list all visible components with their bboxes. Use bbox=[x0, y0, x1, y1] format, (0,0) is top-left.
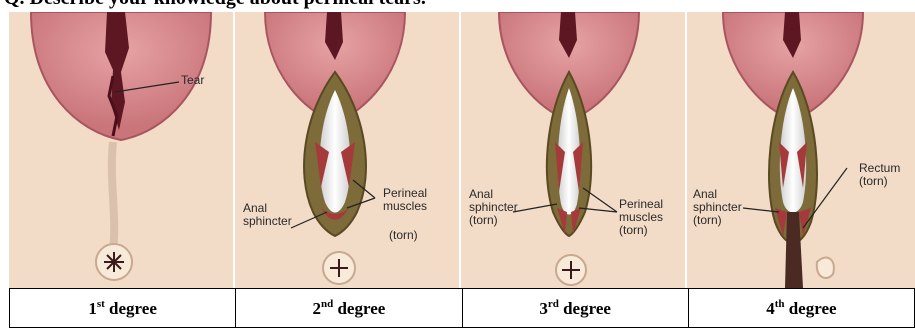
question-heading: Q. Describe your knowledge about perinea… bbox=[4, 0, 426, 9]
caption-third-degree: 3rd degree bbox=[462, 289, 688, 328]
caption-word: degree bbox=[784, 299, 836, 318]
caption-fourth-degree: 4th degree bbox=[688, 289, 914, 328]
label-perineal-muscles: Perineal muscles bbox=[383, 187, 427, 213]
label-rectum-torn: Rectum (torn) bbox=[859, 162, 900, 188]
caption-ordinal: nd bbox=[321, 298, 333, 310]
third-degree-illustration bbox=[461, 12, 685, 288]
label-torn: (torn) bbox=[389, 229, 418, 242]
panel-fourth-degree: Anal sphincter (torn) Rectum (torn) bbox=[687, 12, 915, 288]
first-degree-illustration bbox=[9, 12, 233, 288]
caption-word: degree bbox=[559, 299, 611, 318]
caption-first-degree: 1st degree bbox=[10, 289, 236, 328]
illustration-row: Tear Anal sphincter Perineal muscles (to… bbox=[9, 12, 915, 288]
second-degree-illustration bbox=[235, 12, 459, 288]
caption-number: 2 bbox=[312, 299, 321, 318]
label-anal-sphincter: Anal sphincter bbox=[243, 202, 292, 228]
caption-word: degree bbox=[105, 299, 157, 318]
label-anal-sphincter-torn-4: Anal sphincter (torn) bbox=[693, 188, 742, 227]
caption-row: 1st degree 2nd degree 3rd degree 4th deg… bbox=[10, 289, 915, 328]
panel-third-degree: Anal sphincter (torn) Perineal muscles (… bbox=[461, 12, 685, 288]
panel-first-degree: Tear bbox=[9, 12, 233, 288]
caption-ordinal: rd bbox=[548, 298, 559, 310]
label-perineal-muscles-torn: Perineal muscles (torn) bbox=[619, 198, 663, 237]
caption-number: 4 bbox=[766, 299, 775, 318]
degree-caption-table: 1st degree 2nd degree 3rd degree 4th deg… bbox=[9, 288, 915, 328]
caption-second-degree: 2nd degree bbox=[236, 289, 462, 328]
panel-second-degree: Anal sphincter Perineal muscles (torn) bbox=[235, 12, 459, 288]
caption-ordinal: st bbox=[97, 298, 105, 310]
caption-word: degree bbox=[333, 299, 385, 318]
fourth-degree-illustration bbox=[687, 12, 915, 288]
caption-number: 3 bbox=[539, 299, 548, 318]
caption-number: 1 bbox=[88, 299, 97, 318]
label-tear: Tear bbox=[181, 74, 204, 87]
caption-ordinal: th bbox=[775, 298, 785, 310]
label-anal-sphincter-torn: Anal sphincter (torn) bbox=[469, 188, 518, 227]
